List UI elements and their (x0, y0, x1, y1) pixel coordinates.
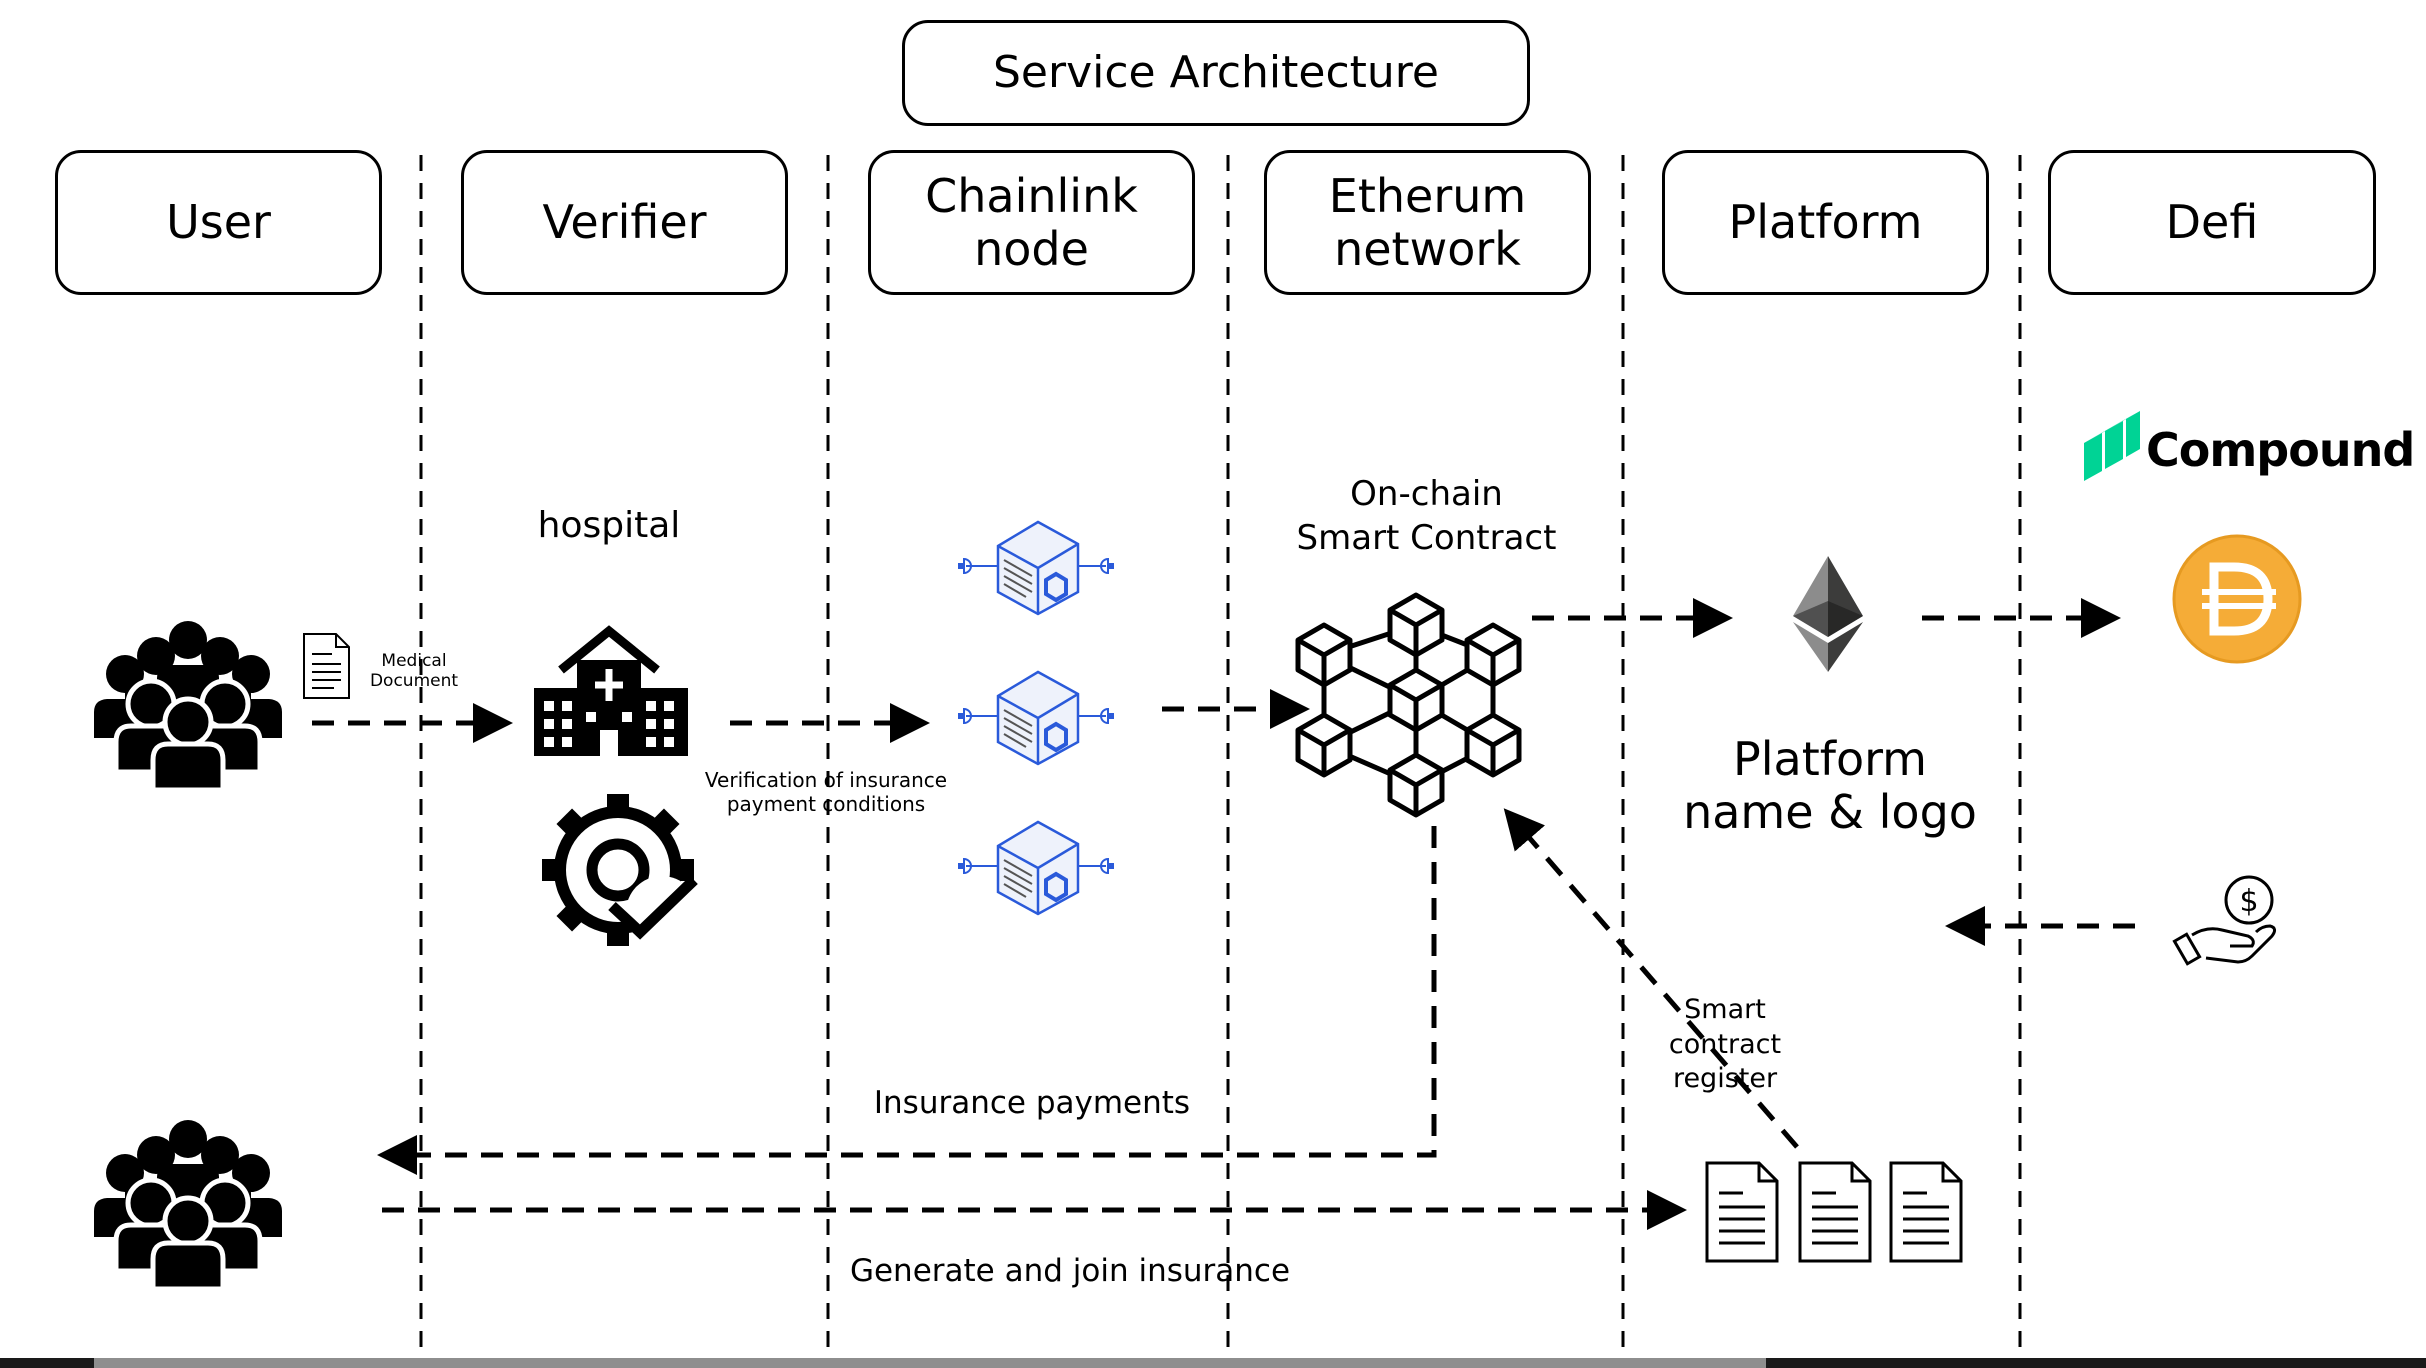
chainlink-node-icon (956, 520, 1116, 616)
user-group-icon (94, 621, 282, 790)
dollar-symbol: $ (2239, 884, 2258, 919)
contract-document-icon (1889, 1161, 1963, 1263)
lane-separators (419, 155, 2022, 1358)
generate-join-insurance-label: Generate and join insurance (849, 1253, 1291, 1289)
compound-logo-text: Compound (2146, 423, 2415, 477)
compound-logo-icon (2084, 411, 2140, 481)
onchain-smart-contract-label: On-chain Smart Contract (1296, 474, 1557, 558)
arrow-insurance-payments (377, 826, 1437, 1175)
lane-header-ethereum: Etherum network (1264, 150, 1591, 295)
dai-coin-icon (2172, 534, 2302, 664)
user-group-icon (94, 1120, 282, 1289)
lane-header-platform: Platform (1662, 150, 1989, 295)
flow-arrows (312, 598, 2135, 1230)
blockchain-network-icon (1298, 595, 1519, 815)
platform-name-logo-label: Platform name & logo (1683, 732, 1977, 840)
lane-header-verifier: Verifier (461, 150, 788, 295)
lane-header-chainlink: Chainlink node (868, 150, 1195, 295)
chainlink-node-icon (956, 670, 1116, 766)
verification-label: Verification of insurance payment condit… (704, 768, 948, 816)
contract-document-icon (1798, 1161, 1872, 1263)
arrow-register-contract (1503, 808, 1799, 1149)
hand-coin-icon (2172, 875, 2277, 966)
ethereum-icon (1793, 556, 1863, 672)
medical-document-icon (303, 633, 350, 699)
lane-header-user: User (55, 150, 382, 295)
lane-header-defi: Defi (2048, 150, 2376, 295)
insurance-payments-label: Insurance payments (873, 1085, 1191, 1121)
scrollbar-thumb[interactable] (94, 1358, 1766, 1368)
chainlink-node-icon (956, 820, 1116, 916)
horizontal-scrollbar[interactable] (0, 1358, 2426, 1368)
smart-contract-register-label: Smart contract register (1668, 994, 1782, 1095)
medical-document-label: Medical Document (369, 651, 459, 691)
diagram-title: Service Architecture (902, 20, 1530, 126)
gear-check-icon (542, 794, 698, 948)
hospital-label: hospital (537, 505, 681, 546)
contract-document-icon (1705, 1161, 1779, 1263)
hospital-icon (534, 625, 688, 756)
